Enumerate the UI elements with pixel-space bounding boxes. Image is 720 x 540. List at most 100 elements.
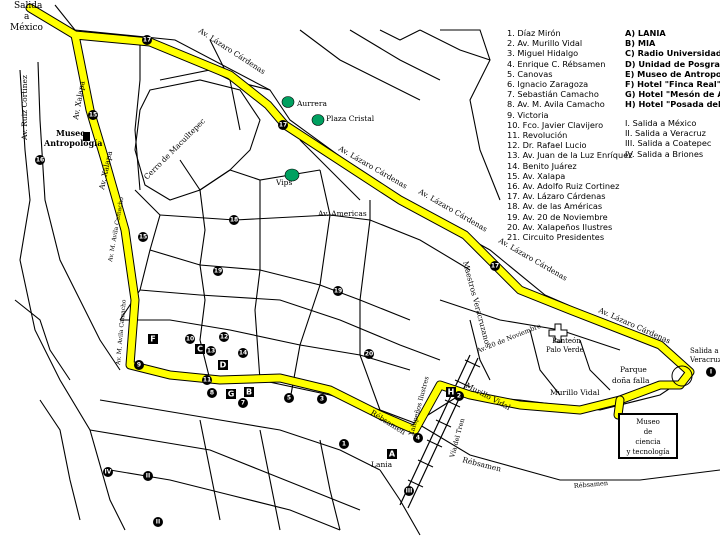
svg-text:G: G bbox=[228, 390, 235, 399]
place-parque-1: Parque bbox=[620, 365, 647, 374]
svg-text:9: 9 bbox=[137, 362, 141, 369]
street-marker-18-6: 18 bbox=[229, 215, 239, 225]
label-maestros: Maestros Veracruzanos bbox=[461, 260, 493, 349]
street-marker-19-7: 19 bbox=[213, 266, 223, 276]
street-marker-11-14: 11 bbox=[202, 375, 212, 385]
legend-street-item-15: 15. Av. Xalapa bbox=[507, 170, 566, 181]
svg-text:IV: IV bbox=[105, 469, 112, 476]
street-marker-20-9: 20 bbox=[364, 349, 374, 359]
legend-place-item-2: B) MIA bbox=[625, 38, 656, 49]
legend-street-item-1: 1. Díaz Mirón bbox=[507, 28, 561, 38]
svg-text:II: II bbox=[146, 473, 150, 480]
svg-text:D: D bbox=[220, 361, 227, 370]
street-marker-II-25: II bbox=[143, 471, 153, 481]
legend-street-item-21: 21. Circuito Presidentes bbox=[507, 232, 605, 243]
svg-text:8: 8 bbox=[210, 390, 214, 397]
street-marker-7-17: 7 bbox=[238, 398, 248, 408]
svg-text:10: 10 bbox=[186, 336, 194, 343]
street-marker-4-21: 4 bbox=[413, 433, 423, 443]
legend-street-item-7: 7. Sebastián Camacho bbox=[507, 89, 599, 100]
place-letter-A: A bbox=[387, 449, 397, 459]
legend-street-item-11: 11. Revolución bbox=[507, 130, 568, 141]
museo-antropologia-marker bbox=[83, 132, 90, 141]
exit-veracruz-label-2: Veracruz bbox=[689, 356, 720, 364]
legend-street-item-17: 17. Av. Lázaro Cárdenas bbox=[507, 191, 606, 202]
street-marker-17-1: 17 bbox=[278, 120, 288, 130]
aurrera-marker bbox=[281, 96, 295, 108]
panteon-cross-icon bbox=[548, 323, 568, 343]
place-letter-G: G bbox=[226, 389, 236, 399]
exit-veracruz-label-1: Salida a bbox=[690, 347, 719, 355]
street-marker-10-10: 10 bbox=[185, 334, 195, 344]
place-museo-antropologia-2: Antropología bbox=[43, 138, 102, 148]
street-marker-15-3: 15 bbox=[88, 110, 98, 120]
legend-place-item-3: C) Radio Universidad bbox=[625, 48, 720, 59]
street-marker-16-5: 16 bbox=[35, 155, 45, 165]
street-marker-I-23: I bbox=[706, 367, 716, 377]
legend-street-item-13: 13. Av. Juan de la Luz Enríquez bbox=[507, 150, 633, 161]
museo-ciencia-line-1: Museo bbox=[636, 418, 660, 426]
museo-ciencia-line-4: y tecnología bbox=[626, 448, 670, 456]
legend-exit-item-2: II. Salida a Veracruz bbox=[625, 128, 706, 139]
svg-text:13: 13 bbox=[207, 348, 215, 355]
label-avila-camacho-2: Av. M. Avila Camacho bbox=[115, 299, 128, 366]
svg-text:5: 5 bbox=[287, 395, 291, 402]
street-marker-II-26: II bbox=[153, 517, 163, 527]
svg-text:2: 2 bbox=[457, 393, 461, 400]
place-parque-2: doña falla bbox=[612, 376, 650, 385]
svg-text:3: 3 bbox=[320, 396, 324, 403]
place-panteon-1: Panteón bbox=[552, 337, 581, 345]
svg-text:11: 11 bbox=[203, 377, 211, 384]
legend-exit-item-4: IV. Salida a Briones bbox=[625, 148, 704, 159]
museo-ciencia-line-2: de bbox=[643, 428, 653, 436]
svg-text:4: 4 bbox=[416, 435, 420, 442]
legend-street-item-9: 9. Victoria bbox=[507, 109, 549, 120]
legend-street-item-16: 16. Av. Adolfo Ruiz Cortinez bbox=[507, 181, 620, 192]
svg-text:17: 17 bbox=[279, 122, 287, 129]
legend-street-item-20: 20. Av. Xalapeños Ilustres bbox=[507, 221, 613, 232]
label-rebsamen-3: Rébsamen bbox=[573, 479, 608, 490]
street-marker-IV-24: IV bbox=[103, 467, 113, 477]
street-marker-3-19: 3 bbox=[317, 394, 327, 404]
svg-text:17: 17 bbox=[491, 263, 499, 270]
legend-street-item-10: 10. Fco. Javier Clavijero bbox=[507, 119, 604, 130]
street-marker-14-13: 14 bbox=[238, 348, 248, 358]
legend-place-item-5: E) Museo de Antropología bbox=[625, 68, 720, 79]
legend-street-item-5: 5. Canovas bbox=[507, 68, 553, 79]
legend-place-item-6: F) Hotel "Finca Real" bbox=[625, 79, 720, 90]
museo-ciencia-line-3: ciencia bbox=[635, 438, 661, 446]
legend-street-item-2: 2. Av. Murillo Vidal bbox=[507, 38, 583, 49]
svg-text:19: 19 bbox=[214, 268, 222, 275]
svg-text:1: 1 bbox=[342, 441, 346, 448]
place-aurrera: Aurrera bbox=[296, 99, 327, 108]
legend-exit-item-1: I. Salida a México bbox=[625, 118, 697, 128]
place-vips: Vips bbox=[275, 178, 292, 187]
svg-text:F: F bbox=[150, 335, 155, 344]
street-marker-17-2: 17 bbox=[490, 261, 500, 271]
svg-text:19: 19 bbox=[334, 288, 342, 295]
place-letter-D: D bbox=[218, 360, 228, 370]
place-letter-H: H bbox=[446, 387, 456, 397]
place-museo-antropologia-1: Museo bbox=[56, 128, 86, 138]
label-americas: Av. Americas bbox=[317, 209, 367, 218]
label-ruiz-cortinez: Av. Ruiz Cortinez bbox=[20, 75, 29, 141]
svg-text:7: 7 bbox=[241, 400, 245, 407]
railway-line bbox=[399, 354, 481, 509]
svg-text:15: 15 bbox=[139, 234, 147, 241]
legend-street-item-14: 14. Benito Juárez bbox=[507, 160, 577, 171]
svg-text:I: I bbox=[710, 369, 712, 376]
plaza-cristal-marker bbox=[311, 114, 325, 126]
svg-text:H: H bbox=[448, 388, 455, 397]
street-marker-19-8: 19 bbox=[333, 286, 343, 296]
legend-place-item-1: A) LANIA bbox=[625, 28, 666, 38]
exit-mexico-label-3: México bbox=[10, 22, 43, 33]
label-murillo-vidal-2: Murillo Vidal bbox=[550, 388, 600, 397]
legend-street-item-3: 3. Miguel Hidalgo bbox=[507, 48, 579, 59]
legend-street-item-6: 6. Ignacio Zaragoza bbox=[507, 79, 589, 90]
legend-street-item-4: 4. Enrique C. Rébsamen bbox=[507, 58, 606, 69]
street-marker-III-27: III bbox=[404, 486, 414, 496]
